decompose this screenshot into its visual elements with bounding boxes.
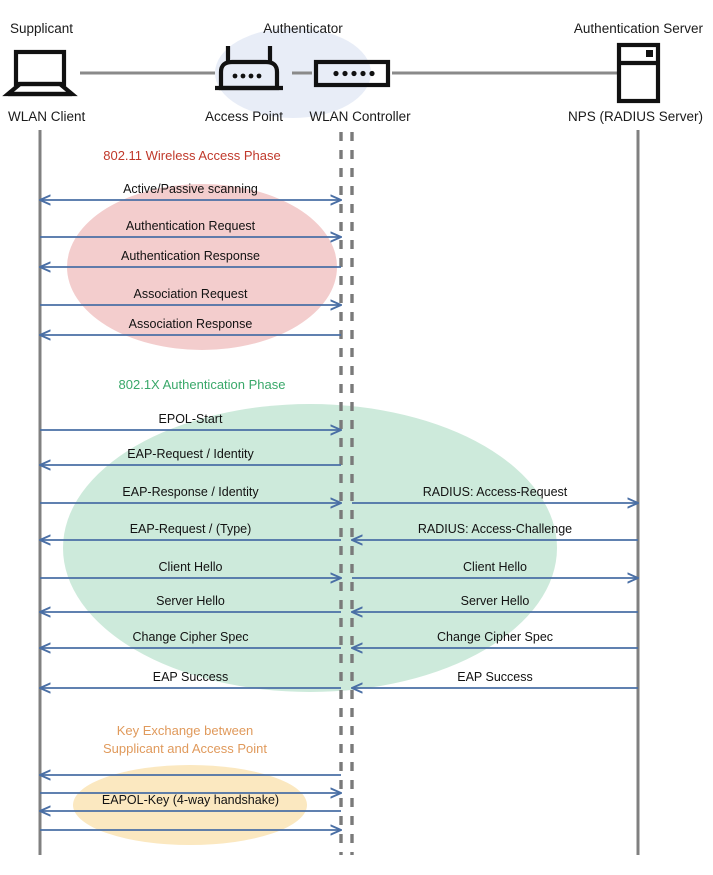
laptop-icon: [2, 49, 78, 97]
actor-device-wlan-client: WLAN Client: [8, 109, 86, 124]
message-label: Client Hello: [159, 560, 223, 574]
message-label: Client Hello: [463, 560, 527, 574]
message-label: Authentication Request: [126, 219, 256, 233]
message-label: EAP-Response / Identity: [122, 485, 259, 499]
server-icon: [616, 42, 661, 104]
message-label: EAP-Request / Identity: [127, 447, 254, 461]
message-label: EAP-Request / (Type): [130, 522, 252, 536]
message-label: EAP Success: [457, 670, 533, 684]
wlan-controller-icon: [313, 59, 391, 88]
message-label: RADIUS: Access-Challenge: [418, 522, 572, 536]
message-label: Server Hello: [461, 594, 530, 608]
phase-3-ellipse: [73, 765, 307, 845]
message-label: Active/Passive scanning: [123, 182, 258, 196]
phase-2-title: 802.1X Authentication Phase: [119, 377, 286, 392]
actor-role-supplicant: Supplicant: [10, 21, 73, 36]
phase-3-title-line1: Key Exchange between: [117, 723, 254, 738]
actor-device-access-point: Access Point: [205, 109, 283, 124]
message-label: Change Cipher Spec: [132, 630, 248, 644]
message-label: RADIUS: Access-Request: [423, 485, 568, 499]
access-point-icon: [215, 46, 283, 91]
actor-role-authenticator: Authenticator: [263, 21, 343, 36]
message-label: Change Cipher Spec: [437, 630, 553, 644]
message-label: EAPOL-Key (4-way handshake): [102, 793, 279, 807]
message-label: Authentication Response: [121, 249, 260, 263]
message-label: Association Request: [134, 287, 248, 301]
actor-device-nps: NPS (RADIUS Server): [568, 109, 703, 124]
message-label: Association Response: [129, 317, 253, 331]
message-label: EAP Success: [153, 670, 229, 684]
actor-role-auth-server: Authentication Server: [574, 21, 704, 36]
message-label: Server Hello: [156, 594, 225, 608]
phase-1-title: 802.11 Wireless Access Phase: [103, 148, 281, 163]
phase-2-ellipse: [63, 404, 557, 692]
phase-3-title-line2: Supplicant and Access Point: [103, 741, 267, 756]
actor-device-wlan-controller: WLAN Controller: [309, 109, 411, 124]
message-label: EPOL-Start: [159, 412, 223, 426]
